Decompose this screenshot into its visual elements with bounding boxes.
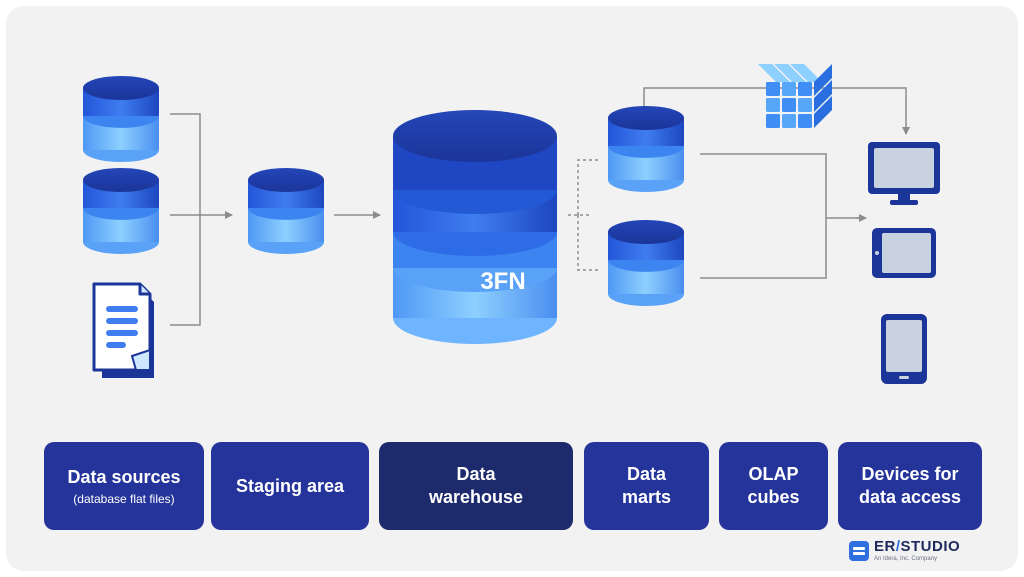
cube-cell	[774, 64, 794, 70]
diagram-canvas: 3FN Data sources (database flat files) S…	[6, 6, 1018, 571]
cube-cell	[814, 92, 820, 112]
logo-tagline: An Idera, Inc. Company	[874, 556, 938, 562]
marts-to-devices-connector	[700, 153, 864, 279]
stage-title: OLAP cubes	[747, 464, 800, 507]
cube-cell	[758, 64, 778, 70]
cube-cell	[814, 76, 820, 96]
cube-cell	[766, 98, 780, 112]
er-studio-logo-icon	[849, 541, 869, 561]
stage-title: Staging area	[235, 475, 345, 496]
cube-cell	[826, 96, 832, 116]
stage-data-sources: Data sources (database flat files)	[44, 442, 204, 530]
source-database-icon-2	[83, 168, 159, 254]
logo-name-left: ER	[874, 538, 896, 555]
logo-slash: /	[895, 538, 901, 555]
stage-devices: Devices for data access	[838, 442, 982, 530]
warehouse-to-marts-connector	[568, 159, 598, 271]
cube-cell	[826, 80, 832, 100]
sources-connector	[170, 113, 201, 326]
stage-title: Data marts	[621, 464, 672, 507]
staging-database-icon	[248, 168, 324, 254]
cube-cell	[780, 70, 800, 76]
phone-icon	[881, 314, 927, 384]
cube-cell	[782, 98, 796, 112]
cube-cell	[798, 114, 812, 128]
logo-name-right: STUDIO	[900, 538, 961, 555]
cube-cell	[814, 108, 820, 128]
document-icon	[92, 282, 154, 378]
cube-cell	[820, 86, 826, 106]
cube-cell	[782, 114, 796, 128]
cube-cell	[820, 102, 826, 122]
warehouse-label: 3FN	[480, 268, 525, 295]
stage-olap-cubes: OLAP cubes	[719, 442, 828, 530]
cube-cell	[790, 64, 810, 70]
er-studio-logo: ER/STUDIO An Idera, Inc. Company	[849, 538, 960, 564]
cube-cell	[770, 76, 790, 82]
pipeline-diagram: 3FN	[83, 64, 940, 384]
warehouse-database-icon	[393, 110, 557, 344]
stage-title: Devices for data access	[858, 464, 962, 507]
logo-name: ER/STUDIO	[874, 539, 960, 555]
stage-title: Data sources	[67, 466, 181, 487]
stage-staging-area: Staging area	[211, 442, 369, 530]
cube-cell	[798, 82, 812, 96]
monitor-icon	[868, 142, 940, 205]
stage-data-warehouse: Data warehouse	[379, 442, 573, 530]
cube-cell	[786, 76, 806, 82]
mart-database-icon-1	[608, 106, 684, 192]
stage-subtitle: (database flat files)	[73, 491, 175, 506]
source-database-icon-1	[83, 76, 159, 162]
olap-cube-icon	[758, 64, 832, 128]
cube-cell	[820, 70, 826, 90]
mart-database-icon-2	[608, 220, 684, 306]
cube-cell	[764, 70, 784, 76]
tablet-icon	[872, 228, 936, 278]
cube-cell	[826, 64, 832, 84]
stage-data-marts: Data marts	[584, 442, 709, 530]
cube-cell	[766, 114, 780, 128]
cube-cell	[796, 70, 816, 76]
cube-cell	[798, 98, 812, 112]
stage-title: Data warehouse	[428, 464, 524, 507]
cube-cell	[782, 82, 796, 96]
cube-cell	[766, 82, 780, 96]
